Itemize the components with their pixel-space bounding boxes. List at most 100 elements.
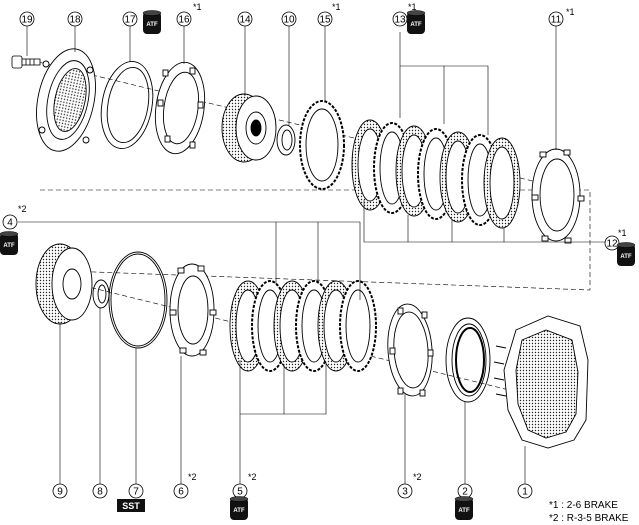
part-9-callout: 9 xyxy=(52,483,68,499)
atf-can-body xyxy=(455,498,473,520)
atf-can-icon: ATF xyxy=(616,242,636,266)
part-10-callout: 10 xyxy=(281,11,297,27)
part-3-callout-circle xyxy=(397,483,413,499)
part-11-callout: 11 xyxy=(548,11,564,27)
part-17-callout-number: 17 xyxy=(124,15,136,26)
part-13-callout-number: 13 xyxy=(394,15,406,26)
part-16-callout-number: 16 xyxy=(178,15,190,26)
part-13-callout: 13 xyxy=(392,11,408,27)
brake-mark-1: *1 xyxy=(193,2,202,12)
atf-can-lid xyxy=(142,10,162,16)
atf-can-body xyxy=(0,233,18,255)
part-6-callout: 6 xyxy=(173,483,189,499)
leader-lines-top xyxy=(363,32,612,243)
part-11-plate xyxy=(531,148,585,244)
brake-marks: *1 *1 *1 *1 *2 *1 *2 *2 *2 xyxy=(18,2,627,482)
brake-mark-2: *1 xyxy=(332,2,341,12)
part-19-callout-number: 19 xyxy=(21,15,33,26)
part-13-clutch-pack xyxy=(351,119,521,229)
atf-can-lid xyxy=(616,242,636,248)
brake-mark-3: *1 xyxy=(408,2,417,12)
part-16-callout-circle xyxy=(176,11,192,27)
brake-mark-7: *2 xyxy=(188,472,197,482)
atf-can-body xyxy=(617,244,635,266)
sst-badge-box xyxy=(117,499,145,512)
legend-line-1: *1 : 2-6 BRAKE xyxy=(549,500,618,511)
part-2-seal-ring xyxy=(445,317,491,403)
atf-can-icon: ATF xyxy=(0,231,19,255)
part-10-callout-circle xyxy=(281,11,297,27)
atf-can-lid xyxy=(454,496,474,502)
part-5-callout-number: 5 xyxy=(237,487,243,498)
part-1-callout-number: 1 xyxy=(522,487,528,498)
part-7-callout-number: 7 xyxy=(133,487,139,498)
atf-label: ATF xyxy=(3,243,15,249)
part-8-callout-circle xyxy=(92,483,108,499)
part-15-callout-circle xyxy=(317,11,333,27)
brake-mark-9: *2 xyxy=(413,472,422,482)
atf-can-icon: ATF xyxy=(406,10,426,34)
part-9-callout-circle xyxy=(52,483,68,499)
part-7-callout-circle xyxy=(128,483,144,499)
atf-can-lid xyxy=(406,10,426,16)
part-18-callout-circle xyxy=(67,11,83,27)
part-18-retaining-plate xyxy=(36,48,96,152)
part-10-snap-ring xyxy=(276,124,296,156)
part-4-callout-circle xyxy=(2,214,18,230)
part-6-plate xyxy=(169,263,217,357)
brake-mark-5: *2 xyxy=(18,204,27,214)
legend-line-2: *2 : R-3-5 BRAKE xyxy=(549,513,629,524)
part-15-callout-number: 15 xyxy=(319,15,331,26)
atf-can-icon: ATF xyxy=(454,496,474,520)
part-8-callout-number: 8 xyxy=(97,487,103,498)
atf-label: ATF xyxy=(410,22,422,28)
part-16-callout: 16 xyxy=(176,11,192,27)
part-1-case xyxy=(493,315,589,449)
part-14-callout-number: 14 xyxy=(239,15,251,26)
brake-mark-8: *2 xyxy=(248,472,257,482)
part-19-callout-circle xyxy=(19,11,35,27)
part-4-callout: 4 xyxy=(2,214,18,230)
part-19-bolt xyxy=(11,55,41,69)
part-17-seal-ring xyxy=(100,61,154,149)
part-5-callout: 5 xyxy=(232,483,248,499)
part-3-callout: 3 xyxy=(397,483,413,499)
part-11-callout-circle xyxy=(548,11,564,27)
part-11-callout-number: 11 xyxy=(551,15,562,26)
atf-can-icon: ATF xyxy=(229,496,249,520)
sst-label: SST xyxy=(122,501,140,511)
atf-label: ATF xyxy=(233,508,245,514)
part-18-callout: 18 xyxy=(67,11,83,27)
part-10-callout-number: 10 xyxy=(283,15,295,26)
part-18-callout-number: 18 xyxy=(69,15,81,26)
part-15-callout: 15 xyxy=(317,11,333,27)
part-19-callout: 19 xyxy=(19,11,35,27)
part-1-callout: 1 xyxy=(517,483,533,499)
part-2-callout: 2 xyxy=(457,483,473,499)
sst-tool-badge: SST xyxy=(117,499,145,512)
atf-label: ATF xyxy=(146,22,158,28)
atf-can-lid xyxy=(229,496,249,502)
atf-can-body xyxy=(230,498,248,520)
atf-label: ATF xyxy=(620,254,632,260)
part-7-callout: 7 xyxy=(128,483,144,499)
part-8-snap-ring xyxy=(92,279,110,309)
part-4-callout-number: 4 xyxy=(7,218,13,229)
part-17-callout-circle xyxy=(122,11,138,27)
part-15-plate xyxy=(299,100,345,190)
part-12-callout: 12 xyxy=(604,235,620,251)
brake-mark-4: *1 xyxy=(566,7,575,17)
leader-lines-bottom xyxy=(18,221,361,415)
callout-leaders-bottom xyxy=(59,308,526,484)
atf-label: ATF xyxy=(458,508,470,514)
brake-mark-6: *1 xyxy=(618,228,627,238)
part-16-piston xyxy=(154,61,206,155)
atf-can-icon: ATF xyxy=(142,10,162,34)
part-6-callout-number: 6 xyxy=(178,487,184,498)
part-8-callout: 8 xyxy=(92,483,108,499)
part-17-callout: 17 xyxy=(122,11,138,27)
part-3-callout-number: 3 xyxy=(402,487,408,498)
part-14-callout-circle xyxy=(237,11,253,27)
